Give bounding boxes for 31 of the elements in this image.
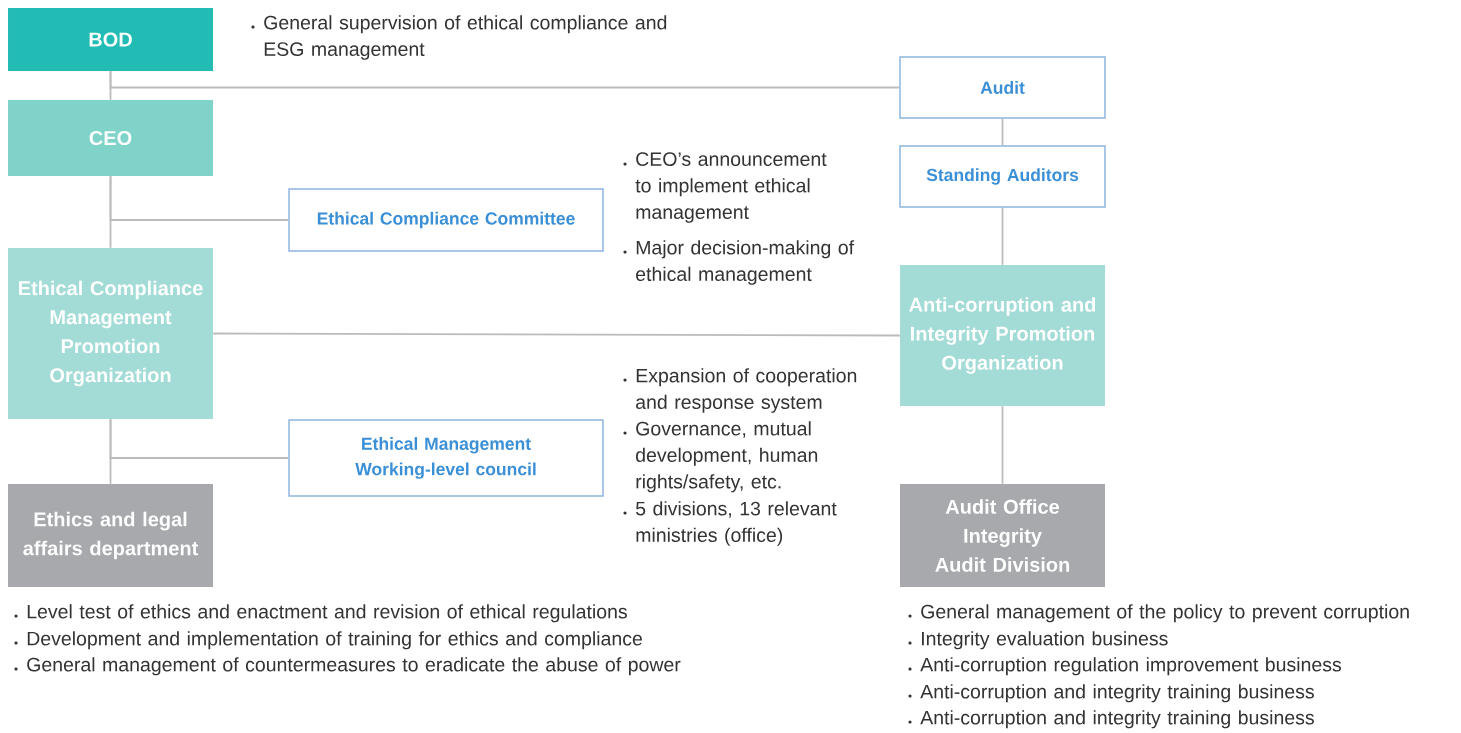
note-text: General management of the policy to prevent corruption [921,604,1409,623]
connector-line [109,418,112,485]
note-text: General supervision of ethical compliance and ESG management [264,15,667,60]
note-text: Expansion of cooperation and response system [636,368,857,413]
note-text: Development and implementation of training for ethics and compliance [27,631,642,650]
note-text: Level test of ethics and enactment and revision of ethical regulations [27,604,627,623]
org-box: CEO [8,100,213,176]
committee-box: Audit [899,56,1106,119]
committee-box: Ethical Compliance Committee [288,188,604,252]
connector-line [109,175,290,221]
note-text: Governance, mutual development, human rights/safety, etc. [636,421,818,493]
connector-line [1001,405,1004,485]
org-box: BOD [8,8,213,71]
department-box: Audit Office Integrity Audit Division [900,484,1105,587]
org-box: Anti-corruption and Integrity Promotion Organization [900,265,1105,406]
committee-box: Standing Auditors [899,145,1106,208]
connector-line [212,332,901,337]
note-text: 5 divisions, 13 relevant ministries (office) [636,501,837,546]
connector-line [1001,117,1004,147]
note-text: CEO’s announcement to implement ethical management [635,152,827,223]
note-text: Anti-corruption regulation improvement business [920,657,1342,676]
note-text: Anti-corruption and integrity training business [920,710,1314,729]
connector-line [109,70,901,89]
department-box: Ethics and legal affairs department [8,484,213,587]
committee-box: Ethical Management Working-level council [288,419,604,497]
connector-line [1001,206,1004,266]
note-text: General management of countermeasures to eradicate the abuse of power [27,657,681,676]
org-box: Ethical Compliance Management Promotion Organization [8,248,213,419]
note-text: Integrity evaluation business [922,631,1168,650]
note-text: Anti-corruption and integrity training business [920,684,1314,703]
note-text: Major decision-making of ethical management [636,240,855,285]
